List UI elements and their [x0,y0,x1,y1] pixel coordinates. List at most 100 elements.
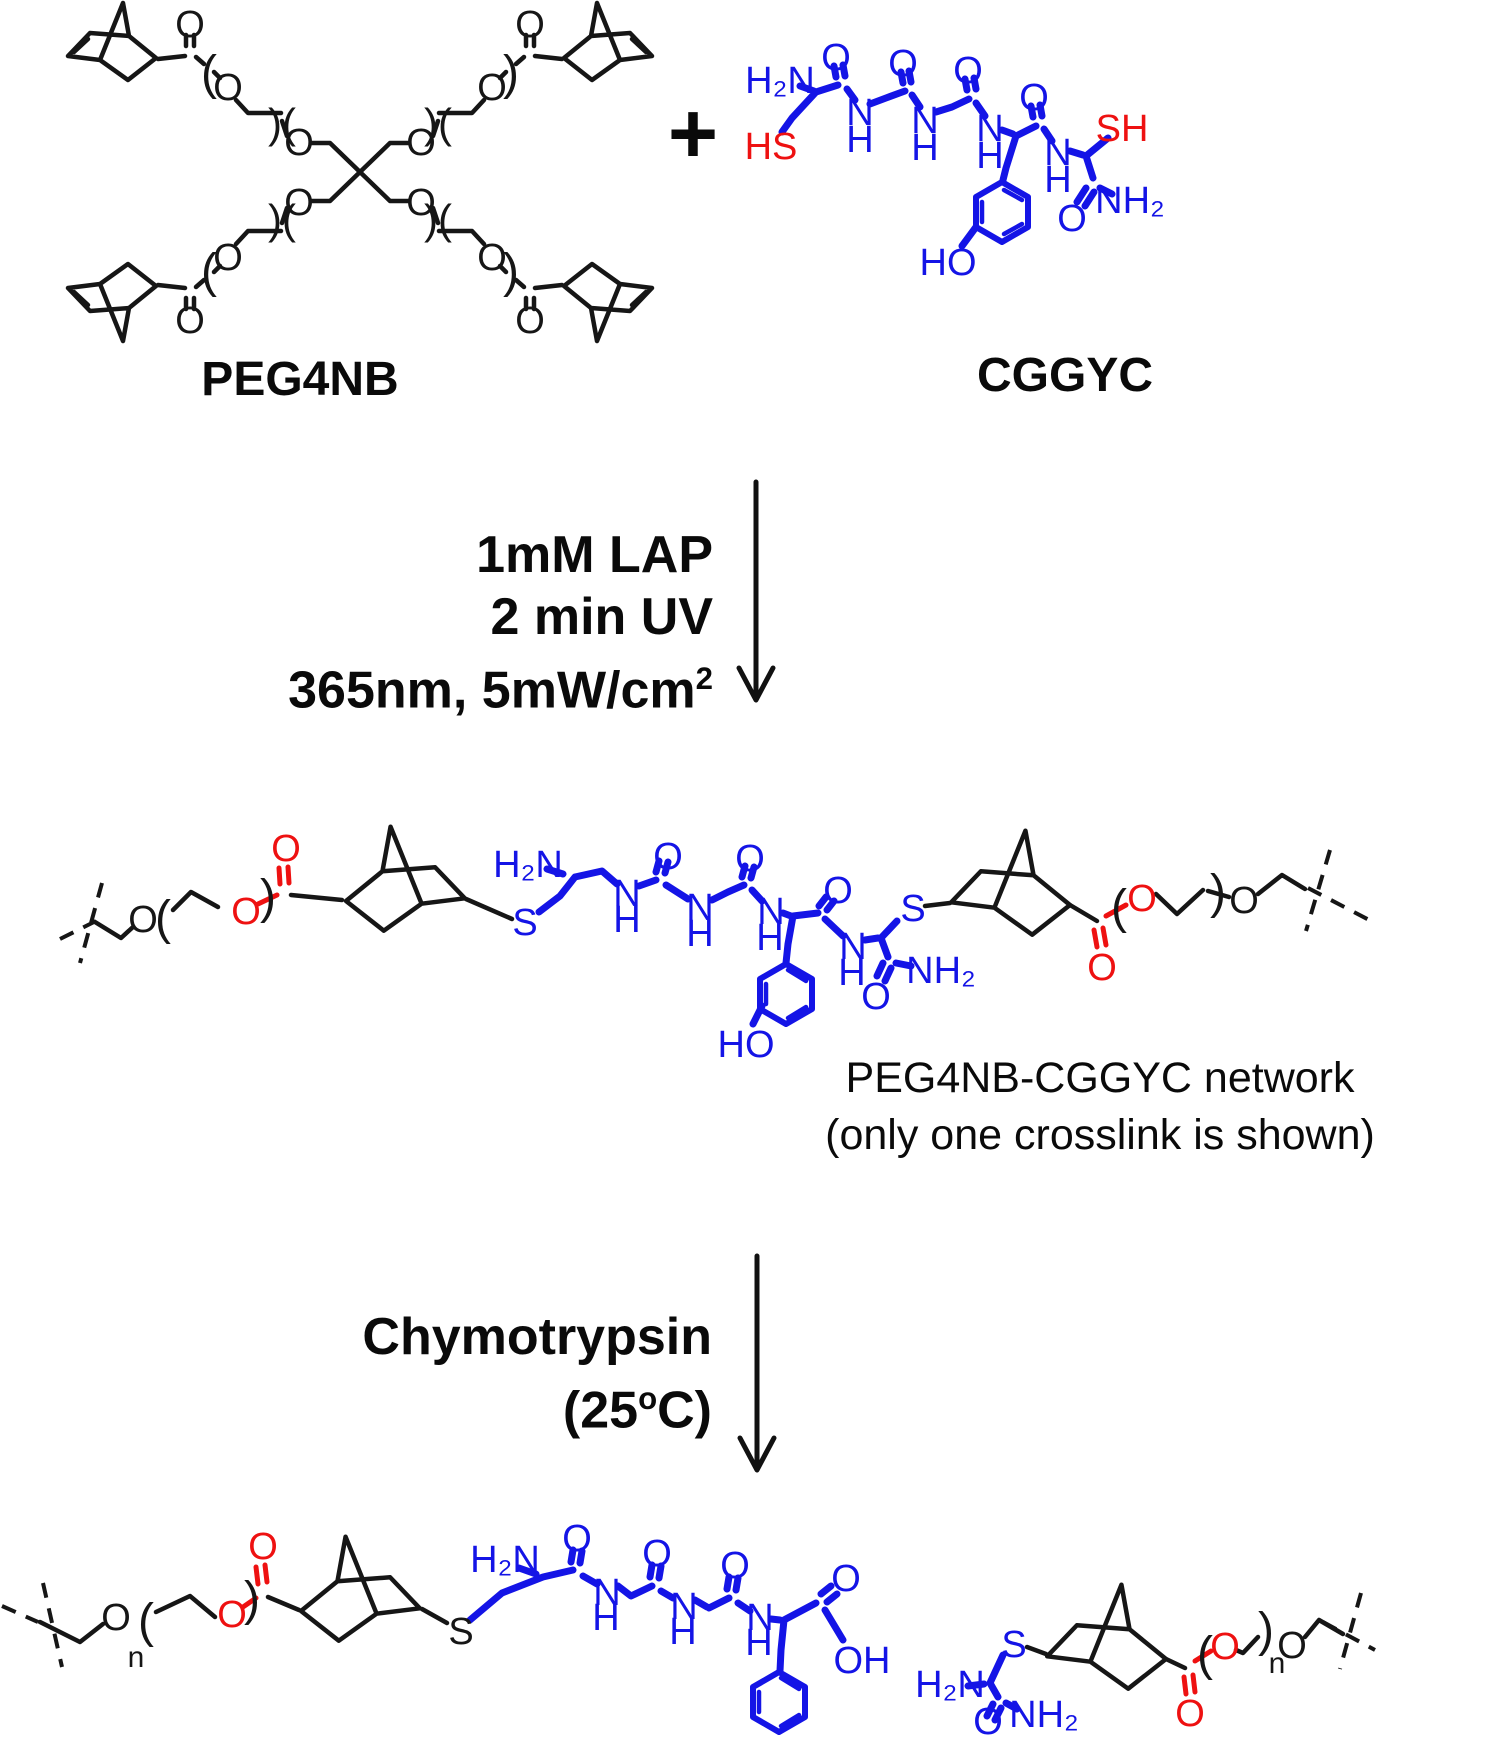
paren-open: ( [1197,1628,1213,1681]
atom-H: H [838,952,865,994]
atom-N: N [593,1572,620,1614]
atom-N: N [670,1586,697,1628]
paren-open: ( [155,892,171,945]
atom-HS: HS [745,126,798,168]
atom-O: O [831,1558,861,1600]
paren-close: ) [244,1573,260,1626]
enzyme-name: Chymotrypsin [362,1308,712,1366]
atom-H: H [911,127,938,169]
condition-line: 365nm, 5mW/cm2 [288,648,713,721]
paren-close: ) [503,245,519,298]
atom-H: H [976,135,1003,177]
phenyl-ring-inner [756,1675,802,1729]
network-caption: PEG4NB-CGGYC network (only one crosslink… [700,1050,1500,1164]
atom-N: N [976,108,1003,150]
tyrosine-ring [757,961,815,1027]
atom-O: O [515,300,545,342]
atom-NH2: NH₂ [1009,1694,1079,1736]
paren-open: ( [138,1595,154,1648]
temperature-text: (25 [562,1381,639,1440]
arrow-down-icon [736,479,776,703]
atom-O: O [231,891,261,933]
repeat-subscript-n: n [128,1641,145,1674]
paren-close: ) [1210,866,1226,919]
reaction-arrow-2 [737,1253,777,1473]
plus-sign: + [667,86,719,182]
atom-O: O [821,37,851,79]
atom-O: O [406,182,436,224]
network-structure: O ( O ) O S H₂N N H O N H O N H O N H S … [59,827,1374,1066]
condition-line: 1mM LAP [476,526,713,584]
atom-O: O [175,4,205,46]
atom-O: O [477,67,507,109]
atom-NH2: NH₂ [1095,180,1165,222]
paren-open: ( [1111,881,1127,934]
network-caption-line2: (only one crosslink is shown) [825,1111,1375,1159]
norbornane-group [346,827,465,931]
atom-O: O [1019,77,1049,119]
peg4nb-structure: O O O O )( )( )( )( O O O O ( ) ( ) O O … [68,3,652,342]
atom-S: S [448,1611,473,1653]
chain-continuation-dashes [59,849,1374,964]
norbornene-group [564,264,652,341]
repeat-mark: )( [424,100,452,147]
atom-S: S [1001,1624,1026,1666]
atom-OH: OH [834,1640,891,1682]
atom-N: N [686,887,713,929]
atom-O: O [1277,1625,1307,1667]
atom-H: H [846,119,873,161]
atom-O: O [953,50,983,92]
condition-superscript: 2 [695,661,713,696]
atom-HO: HO [920,242,977,284]
phenyl-ring [750,1669,808,1735]
tyrosine-ring-inner [763,967,809,1021]
atom-O: O [515,4,545,46]
arrow-down-icon [737,1253,777,1473]
atom-N: N [846,92,873,134]
condition-line: 2 min UV [490,588,714,646]
peg-bonds [1024,1617,1346,1671]
network-caption-line1: PEG4NB-CGGYC network [845,1054,1355,1102]
atom-O: O [477,237,507,279]
paren-close: ) [503,47,519,100]
temperature-unit: C) [657,1381,712,1440]
peg-bonds [37,1593,450,1645]
atom-O: O [101,1597,131,1639]
ester-bonds [240,1562,270,1610]
product-left-structure: O ( n O ) O S H₂N O N H O N H O N H O OH [1,1518,891,1735]
atom-O: O [284,122,314,164]
atom-O: O [1175,1693,1205,1735]
atom-S: S [900,888,925,930]
norbornane-group [1047,1585,1166,1689]
atom-O: O [248,1526,278,1568]
atom-O: O [1057,198,1087,240]
atom-N: N [757,891,784,933]
atom-O: O [1210,1626,1240,1668]
atom-H: H [1044,159,1071,201]
atom-O: O [1127,878,1157,920]
atom-O: O [653,836,683,878]
atom-H2N: H₂N [470,1539,540,1581]
repeat-subscript-n: n [1269,1647,1286,1680]
atom-O: O [128,899,158,941]
paren-open: ( [201,47,217,100]
atom-SH: SH [1096,108,1149,150]
atom-N: N [839,926,866,968]
atom-O: O [888,43,918,85]
atom-NH2: NH₂ [906,950,976,992]
ester-bonds [255,864,1129,950]
temperature-line: (25oC) [362,1368,712,1441]
peptide-bonds [778,61,1116,250]
atom-N: N [911,100,938,142]
atom-O: O [175,300,205,342]
atom-S: S [512,902,537,944]
atom-H2N: H₂N [915,1664,985,1706]
chain-continuation-dashes [1322,1592,1376,1670]
step1-conditions: 1mM LAP 2 min UV 365nm, 5mW/cm2 [288,524,713,721]
atom-N: N [1044,132,1071,174]
tyrosine-ring [973,179,1031,245]
atom-O: O [735,838,765,880]
peptide-bonds [466,1546,847,1675]
atom-O: O [217,1594,247,1636]
